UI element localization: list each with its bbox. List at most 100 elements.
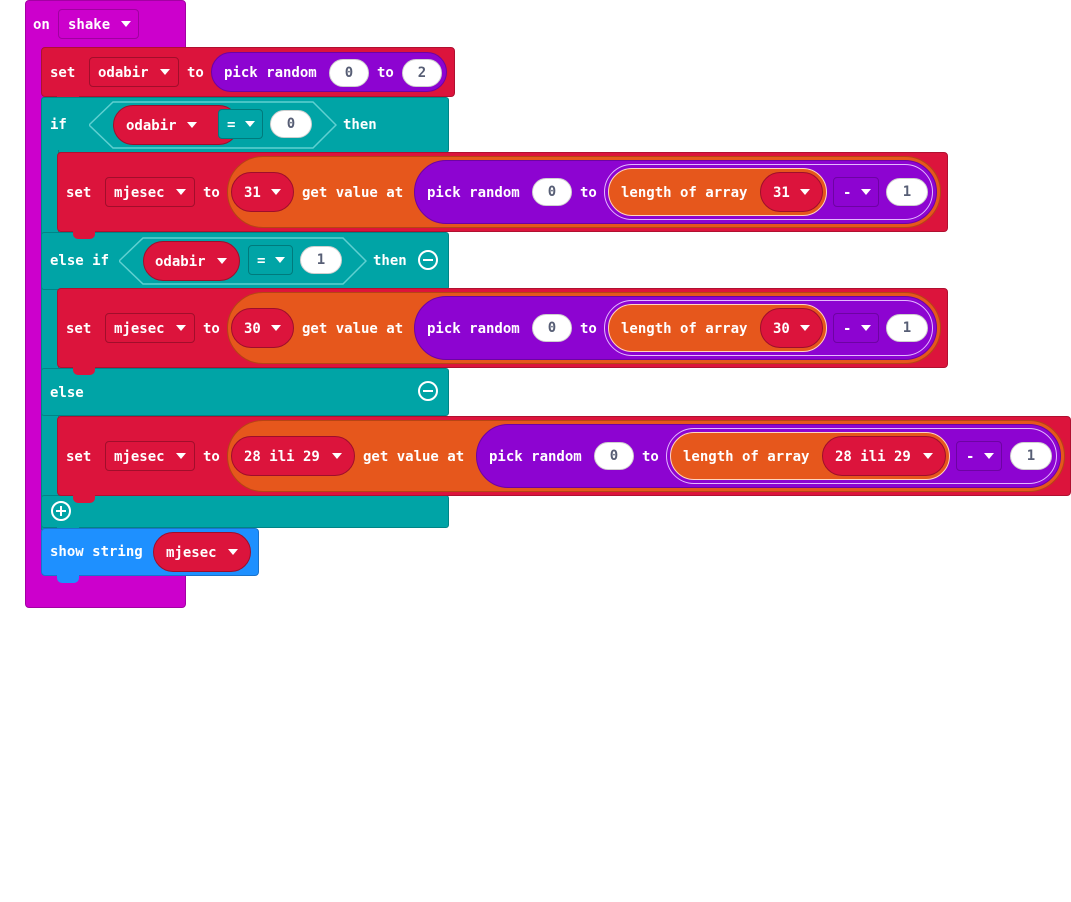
operator-dropdown[interactable]: = [248,245,293,275]
chevron-down-icon [271,189,281,195]
remove-else-icon[interactable] [418,381,438,401]
array-name: 31 [244,185,261,201]
array-name: 31 [773,185,790,201]
subtract-value-input[interactable]: 1 [1010,442,1052,470]
chevron-down-icon [245,121,255,127]
remove-else-if-icon[interactable] [418,250,438,270]
to-label: to [642,449,659,465]
variable-value: odabir [155,254,206,270]
math-operator-dropdown[interactable]: - [956,441,1002,471]
block-notch [57,575,79,583]
set-label: set [66,449,92,465]
variable-value: odabir [126,118,177,134]
operator-value: = [227,117,236,133]
compare-value-input[interactable]: 0 [270,110,312,138]
random-min-input[interactable]: 0 [329,59,369,87]
array-variable-reporter[interactable]: 30 [231,308,294,348]
chevron-down-icon [271,325,281,331]
operator-value: - [843,321,852,337]
length-of-array-label: length of array [683,449,810,465]
array-name: 28 ili 29 [244,449,320,465]
pick-random-label: pick random [224,65,317,81]
variable-dropdown-mjesec[interactable]: mjesec [105,313,195,343]
chevron-down-icon [800,325,810,331]
random-min-input[interactable]: 0 [532,178,572,206]
if-block-footer[interactable] [41,495,449,528]
variable-value: mjesec [114,449,165,465]
array-name: 28 ili 29 [835,449,911,465]
subtract-value-input[interactable]: 1 [886,178,928,206]
variable-dropdown-mjesec[interactable]: mjesec [105,441,195,471]
chevron-down-icon [228,549,238,555]
if-label: if [50,117,67,133]
array-variable-reporter[interactable]: 30 [760,308,823,348]
block-notch [73,231,95,239]
block-notch [73,495,95,503]
to-label: to [187,65,204,81]
variable-value: mjesec [166,545,217,561]
operator-value: = [257,253,266,269]
variable-dropdown-mjesec[interactable]: mjesec [105,177,195,207]
chevron-down-icon [217,258,227,264]
chevron-down-icon [176,189,186,195]
length-of-array-label: length of array [621,185,748,201]
chevron-down-icon [160,69,170,75]
chevron-down-icon [332,453,342,459]
then-label: then [373,253,407,269]
get-value-at-label: get value at [302,185,404,201]
mjesec-variable-reporter[interactable]: mjesec [153,532,251,572]
on-label: on [33,17,50,33]
show-string-label: show string [50,544,143,560]
array-name: 30 [244,321,261,337]
chevron-down-icon [800,189,810,195]
odabir-variable-reporter[interactable]: odabir [143,241,240,281]
length-of-array-label: length of array [621,321,748,337]
get-value-at-label: get value at [302,321,404,337]
block-notch [73,367,95,375]
chevron-down-icon [176,325,186,331]
subtract-value-input[interactable]: 1 [886,314,928,342]
math-operator-dropdown[interactable]: - [833,177,879,207]
operator-dropdown[interactable]: = [218,109,263,139]
to-label: to [580,321,597,337]
array-name: 30 [773,321,790,337]
math-operator-dropdown[interactable]: - [833,313,879,343]
random-max-input[interactable]: 2 [402,59,442,87]
to-label: to [203,321,220,337]
add-else-if-icon[interactable] [51,501,71,521]
chevron-down-icon [187,122,197,128]
array-variable-reporter[interactable]: 28 ili 29 [231,436,355,476]
else-row[interactable] [41,368,449,416]
to-label: to [580,185,597,201]
operator-value: - [843,185,852,201]
gesture-dropdown[interactable]: shake [58,9,139,39]
array-variable-reporter[interactable]: 31 [231,172,294,212]
set-label: set [50,65,76,81]
chevron-down-icon [121,21,131,27]
chevron-down-icon [861,325,871,331]
then-label: then [343,117,377,133]
variable-dropdown-odabir[interactable]: odabir [89,57,179,87]
pick-random-label: pick random [489,449,582,465]
variable-value: mjesec [114,321,165,337]
pick-random-label: pick random [427,321,520,337]
chevron-down-icon [984,453,994,459]
gesture-value: shake [68,17,111,33]
array-variable-reporter[interactable]: 31 [760,172,823,212]
compare-value-input[interactable]: 1 [300,246,342,274]
chevron-down-icon [275,257,285,263]
variable-value: mjesec [114,185,165,201]
to-label: to [203,185,220,201]
pick-random-label: pick random [427,185,520,201]
to-label: to [377,65,394,81]
array-variable-reporter[interactable]: 28 ili 29 [822,436,946,476]
random-min-input[interactable]: 0 [532,314,572,342]
else-label: else [50,385,84,401]
random-min-input[interactable]: 0 [594,442,634,470]
set-label: set [66,185,92,201]
get-value-at-label: get value at [363,449,465,465]
to-label: to [203,449,220,465]
set-label: set [66,321,92,337]
variable-value: odabir [98,65,149,81]
else-if-label: else if [50,253,110,269]
